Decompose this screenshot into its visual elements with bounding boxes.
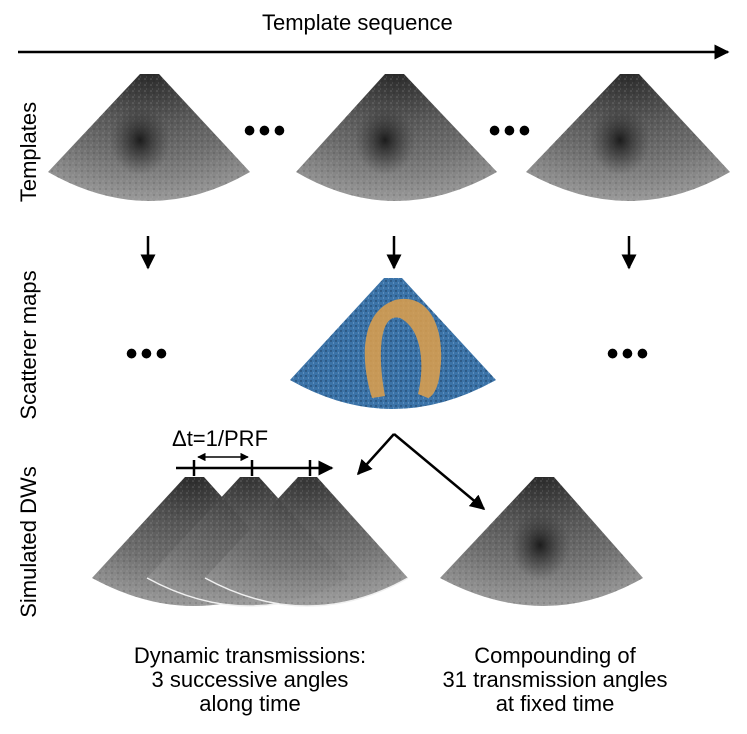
row-label-templates: Templates	[16, 101, 41, 203]
diagram-title: Template sequence	[262, 10, 453, 35]
scatterer-map-image	[290, 278, 496, 409]
dw-image-3	[204, 477, 409, 607]
caption-dynamic-line-1: Dynamic transmissions:	[133, 643, 367, 668]
caption-dynamic: Dynamic transmissions: 3 successive angl…	[134, 644, 366, 716]
template-image-2	[296, 74, 497, 201]
timing-label: Δt=1/PRF	[172, 426, 269, 451]
caption-dynamic-line-3: along time	[199, 691, 301, 716]
ellipsis-scatter-left: •••	[125, 335, 171, 373]
ellipsis-scatter-right: •••	[606, 335, 652, 373]
caption-dynamic-line-2: 3 successive angles	[151, 667, 349, 692]
myocardium-overlay	[364, 298, 442, 398]
template-image-1	[48, 74, 250, 201]
compounding-image	[440, 477, 643, 606]
caption-compounding-line-1: Compounding of	[474, 643, 636, 668]
arrow-to-dynamic	[356, 433, 395, 476]
ellipsis-templates-right: •••	[488, 112, 534, 150]
caption-compounding-line-2: 31 transmission angles	[442, 667, 668, 692]
ellipsis-templates-left: •••	[243, 112, 289, 150]
caption-compounding: Compounding of 31 transmission angles at…	[442, 644, 667, 716]
row-label-simulated-dws: Simulated DWs	[16, 466, 41, 618]
caption-compounding-line-3: at fixed time	[495, 691, 615, 716]
template-image-3	[526, 74, 730, 201]
row-label-scatterer-maps: Scatterer maps	[16, 270, 41, 420]
arrow-to-compounding	[393, 433, 486, 510]
